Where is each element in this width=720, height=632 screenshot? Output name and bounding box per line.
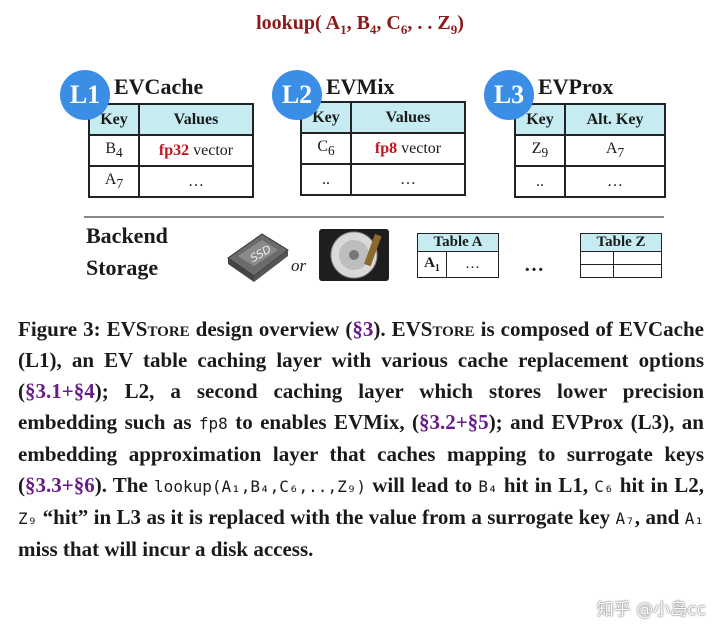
table-row: .. … <box>514 165 666 198</box>
layer-badge-l1: L1 <box>60 70 110 120</box>
values-header: Values <box>350 101 466 134</box>
table-row: B4 fp32 vector <box>88 134 254 167</box>
layer-badge-l3: L3 <box>484 70 534 120</box>
lookup-call: lookup( A1, B4, C6, . . Z9) <box>256 12 464 37</box>
backend-storage-label: Backend Storage <box>86 223 168 280</box>
table-row: C6 fp8 vector <box>300 132 466 165</box>
alt-key-header: Alt. Key <box>564 103 666 136</box>
layer-badge-l2: L2 <box>272 70 322 120</box>
divider <box>84 216 664 218</box>
layer-name-evmix: EVMix <box>326 74 395 99</box>
hdd-icon <box>319 229 389 281</box>
layer-name-evprox: EVProx <box>538 74 614 99</box>
watermark: 知乎 @小岛cc <box>596 600 706 620</box>
table-row: A7 … <box>88 165 254 198</box>
table-row: .. … <box>300 163 466 196</box>
table-a: Table A A1 … <box>417 233 499 278</box>
ellipsis: … <box>524 254 544 276</box>
ssd-icon: SSD <box>227 233 289 282</box>
figure-caption: Figure 3: EVStore design overview (§3). … <box>18 317 705 561</box>
table-z: Table Z <box>580 233 662 278</box>
layer-name-evcache: EVCache <box>114 74 204 99</box>
table-a-title: Table A <box>417 233 499 252</box>
table-row: Z9 A7 <box>514 134 666 167</box>
values-header: Values <box>138 103 254 136</box>
table-z-title: Table Z <box>580 233 662 252</box>
or-label: or <box>291 256 307 275</box>
